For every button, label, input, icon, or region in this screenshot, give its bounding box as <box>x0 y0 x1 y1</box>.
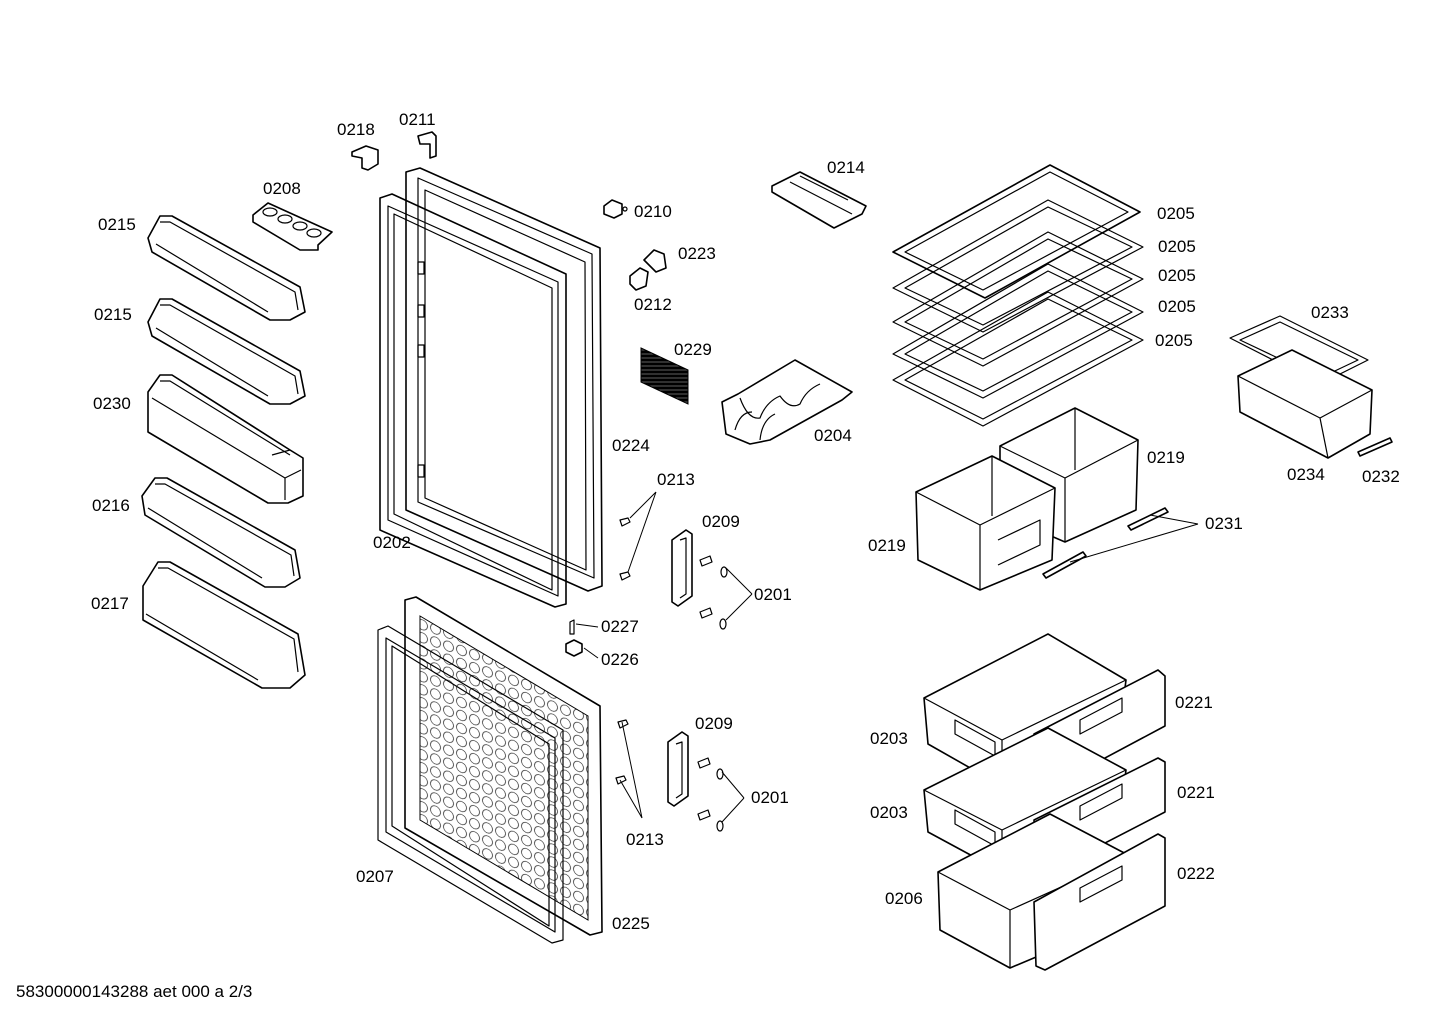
label-0231: 0231 <box>1205 514 1243 533</box>
label-0226: 0226 <box>601 650 639 669</box>
screws-0201-upper <box>699 555 728 630</box>
door-shelf-0215-lower <box>147 298 306 405</box>
label-0215-b: 0215 <box>94 305 132 324</box>
glass-shelf-0205-4 <box>892 263 1144 399</box>
screws-0201-lower <box>697 757 724 832</box>
door-shelf-0217 <box>142 561 306 689</box>
freezer-gasket-0207 <box>377 625 564 944</box>
label-0209-a: 0209 <box>702 512 740 531</box>
label-0223: 0223 <box>678 244 716 263</box>
label-0205-a: 0205 <box>1157 204 1195 223</box>
label-0202: 0202 <box>373 533 411 552</box>
handle-0209-upper <box>671 529 693 607</box>
label-0230: 0230 <box>93 394 131 413</box>
bracket-0212 <box>629 267 649 291</box>
bottle-rack-0204 <box>721 359 853 445</box>
screws-0213-upper <box>619 517 631 581</box>
label-0213-b: 0213 <box>626 830 664 849</box>
label-0227: 0227 <box>601 617 639 636</box>
screws-0213-lower <box>615 719 629 785</box>
pin-0227 <box>569 619 575 635</box>
strip-0232 <box>1357 437 1393 457</box>
handle-0209-lower <box>667 731 689 807</box>
label-0210: 0210 <box>634 202 672 221</box>
label-0221-a: 0221 <box>1175 693 1213 712</box>
label-0203-b: 0203 <box>870 803 908 822</box>
label-0222: 0222 <box>1177 864 1215 883</box>
egg-tray-0208 <box>252 202 333 251</box>
label-0211: 0211 <box>399 110 436 129</box>
label-0229: 0229 <box>674 340 712 359</box>
glass-shelf-0205-3 <box>892 231 1144 367</box>
container-0234 <box>1237 349 1373 459</box>
label-0205-e: 0205 <box>1155 331 1193 350</box>
door-gasket-0202 <box>379 193 567 608</box>
glass-shelf-0205-5 <box>892 291 1144 427</box>
label-0207: 0207 <box>356 867 394 886</box>
label-0215-a: 0215 <box>98 215 136 234</box>
label-0206: 0206 <box>885 889 923 908</box>
label-0204: 0204 <box>814 426 852 445</box>
label-0212: 0212 <box>634 295 672 314</box>
label-0232: 0232 <box>1362 467 1400 486</box>
label-0217: 0217 <box>91 594 129 613</box>
glass-shelf-0205-2 <box>892 199 1144 333</box>
hinge-cover-0218 <box>351 145 379 171</box>
label-0213-a: 0213 <box>657 470 695 489</box>
door-shelf-0230 <box>147 374 304 504</box>
label-0209-b: 0209 <box>695 714 733 733</box>
callout-labels: 0218 0211 0208 0215 0215 0230 0216 0217 … <box>91 110 1400 933</box>
bracket-0223 <box>643 249 667 273</box>
leader-lines <box>575 491 1199 823</box>
label-0233: 0233 <box>1311 303 1349 322</box>
label-0219-a: 0219 <box>1147 448 1185 467</box>
block-0226 <box>565 639 583 657</box>
label-0224: 0224 <box>612 436 650 455</box>
label-0203-a: 0203 <box>870 729 908 748</box>
fridge-door-0224 <box>405 167 603 592</box>
label-0218: 0218 <box>337 120 375 139</box>
glass-shelf-0205-1 <box>892 164 1141 299</box>
label-0219-b: 0219 <box>868 536 906 555</box>
label-0205-d: 0205 <box>1158 297 1196 316</box>
ice-tray-0214 <box>771 171 867 229</box>
document-reference: 58300000143288 aet 000 a 2/3 <box>16 982 252 1001</box>
label-0214: 0214 <box>827 158 865 177</box>
strips-0231 <box>1042 507 1169 579</box>
label-0201-a: 0201 <box>754 585 792 604</box>
drawer-front-0222 <box>1033 833 1166 971</box>
label-0234: 0234 <box>1287 465 1325 484</box>
label-0208: 0208 <box>263 179 301 198</box>
label-0201-b: 0201 <box>751 788 789 807</box>
label-0225: 0225 <box>612 914 650 933</box>
hinge-0211 <box>417 131 437 159</box>
label-0221-b: 0221 <box>1177 783 1215 802</box>
hinge-0210 <box>603 199 628 219</box>
door-shelf-0216 <box>141 477 301 588</box>
label-0216: 0216 <box>92 496 130 515</box>
label-0205-c: 0205 <box>1158 266 1196 285</box>
label-0205-b: 0205 <box>1158 237 1196 256</box>
box-0219-front <box>915 455 1056 591</box>
grille-0229 <box>640 347 689 405</box>
door-shelf-0215-upper <box>147 215 306 321</box>
freezer-door-0225 <box>404 596 603 936</box>
